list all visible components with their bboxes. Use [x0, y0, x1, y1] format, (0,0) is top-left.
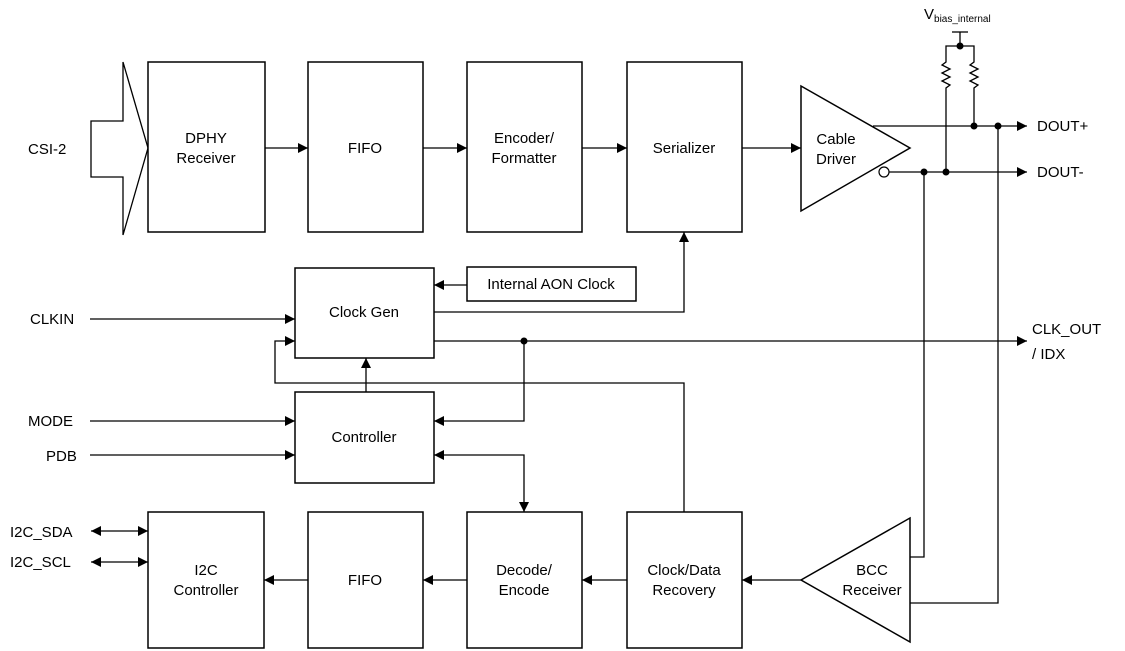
i2c-controller-block	[147, 511, 265, 649]
clock-data-recovery-label-2: Recovery	[652, 582, 716, 599]
bcc-receiver-label-2: Receiver	[842, 582, 901, 599]
cable-driver-triangle	[800, 84, 912, 213]
clock-gen-label: Clock Gen	[329, 304, 399, 321]
termination-resistor-right	[960, 45, 980, 126]
dout-plus-label: DOUT+	[1037, 118, 1088, 135]
csi2-label: CSI-2	[28, 141, 66, 158]
cable-driver-label-2: Driver	[816, 151, 856, 168]
fifo-rx-label: FIFO	[348, 572, 382, 589]
i2c-scl-label: I2C_SCL	[10, 554, 71, 571]
encoder-formatter-block	[466, 61, 583, 233]
recovered-clock-feedback-line	[274, 336, 685, 512]
bcc-plus-tap-wire	[900, 126, 999, 604]
dout-minus-node	[942, 168, 950, 176]
dphy-receiver-block	[147, 61, 266, 233]
clk-out-label-2: / IDX	[1032, 346, 1065, 363]
controller-decode-link	[434, 450, 529, 512]
dout-plus-node	[970, 122, 978, 130]
fifo-tx-label: FIFO	[348, 140, 382, 157]
bcc-receiver-triangle	[799, 516, 911, 644]
serializer-block	[626, 61, 743, 233]
decode-encode-label-1: Decode/	[496, 562, 553, 579]
serializer-label: Serializer	[653, 140, 716, 157]
fifo-tx-block	[307, 61, 424, 233]
aon-clock-label: Internal AON Clock	[487, 276, 615, 293]
i2c-controller-label-1: I2C	[194, 562, 218, 579]
cable-driver-label-1: Cable	[816, 131, 855, 148]
inverting-output-bubble	[878, 166, 890, 178]
vbias-label: Vbias_internal	[924, 6, 991, 25]
encoder-formatter-label-1: Encoder/	[494, 130, 555, 147]
aon-clock-block	[466, 266, 637, 302]
encoder-formatter-label-2: Formatter	[491, 150, 556, 167]
controller-label: Controller	[331, 429, 396, 446]
dout-minus-label: DOUT-	[1037, 164, 1084, 181]
clkin-label: CLKIN	[30, 311, 74, 328]
mode-label: MODE	[28, 413, 73, 430]
fifo-rx-block	[307, 511, 424, 649]
termination-resistor-left	[940, 45, 960, 172]
csi2-bus-arrow	[90, 61, 149, 236]
dphy-receiver-label-2: Receiver	[176, 150, 235, 167]
i2c-controller-label-2: Controller	[173, 582, 238, 599]
dphy-receiver-label-1: DPHY	[185, 130, 227, 147]
i2c-sda-label: I2C_SDA	[10, 524, 73, 541]
bcc-receiver-label-1: BCC	[856, 562, 888, 579]
pdb-label: PDB	[46, 448, 77, 465]
controller-block	[294, 391, 435, 484]
decode-encode-label-2: Encode	[499, 582, 550, 599]
clk-out-label-1: CLK_OUT	[1032, 321, 1101, 338]
clock-data-recovery-label-1: Clock/Data	[647, 562, 721, 579]
bcc-minus-tap-wire	[902, 172, 925, 558]
decode-encode-block	[466, 511, 583, 649]
clockgen-to-serializer-line	[434, 232, 689, 313]
clock-gen-block	[294, 267, 435, 359]
clk-out-to-controller-line	[434, 341, 525, 426]
clock-data-recovery-block	[626, 511, 743, 649]
